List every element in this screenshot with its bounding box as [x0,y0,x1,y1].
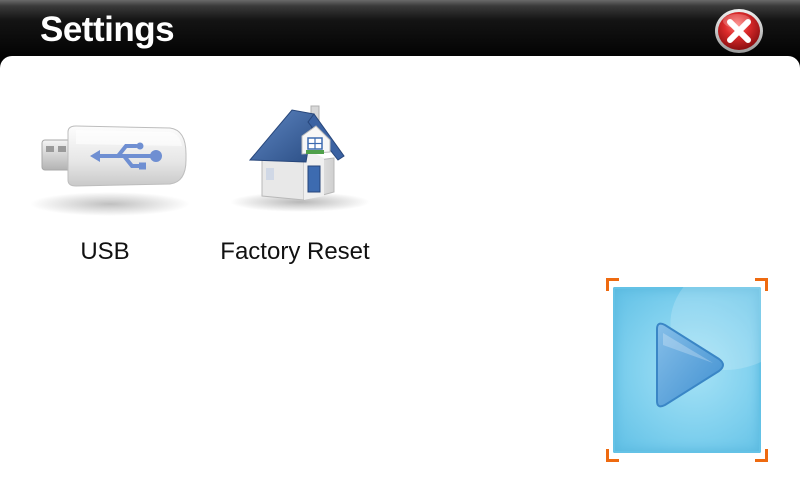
focus-corner [606,449,619,462]
close-icon [715,9,763,53]
play-icon [656,322,724,408]
house-icon [230,105,370,212]
usb-drive-icon [30,125,190,216]
next-button[interactable] [606,278,768,462]
focus-corner [755,449,768,462]
usb-label: USB [80,238,130,265]
focus-corner [755,278,768,291]
title-bar: Settings [0,0,800,62]
factory-reset-tile[interactable]: Factory Reset [205,96,385,276]
usb-tile[interactable]: USB [20,96,190,276]
settings-panel: USB [0,56,800,480]
play-tile [613,287,761,453]
close-button[interactable] [713,7,765,55]
page-title: Settings [40,10,175,49]
focus-corner [606,278,619,291]
factory-reset-label: Factory Reset [220,238,370,265]
